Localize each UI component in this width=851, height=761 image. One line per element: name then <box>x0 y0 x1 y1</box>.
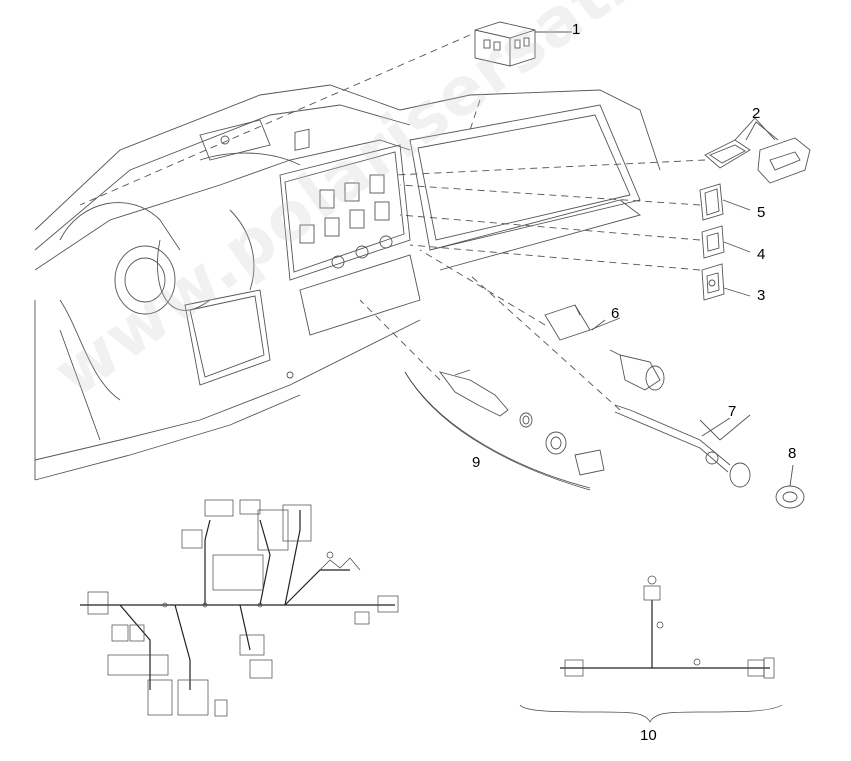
part-4-switch <box>701 225 751 259</box>
part-9-keyswitch <box>404 369 605 489</box>
callout-8: 8 <box>788 445 797 462</box>
part-1-connector <box>474 21 570 67</box>
part-7-cable <box>614 404 751 488</box>
callout-4: 4 <box>757 246 766 263</box>
part-5-bezel <box>699 183 751 221</box>
brace-9 <box>404 371 591 491</box>
dashboard-outline <box>34 84 661 481</box>
callout-3: 3 <box>757 287 766 304</box>
part-6-outlet <box>544 304 665 391</box>
callout-leaders <box>535 31 779 437</box>
part-2-covers <box>704 117 811 184</box>
leader-lines <box>79 34 706 411</box>
part-8-grommet <box>775 464 805 509</box>
callout-6: 6 <box>611 305 620 322</box>
callout-9: 9 <box>472 454 481 471</box>
callout-2: 2 <box>752 105 761 122</box>
callout-7: 7 <box>728 403 737 420</box>
main-harness <box>80 499 399 717</box>
callout-5: 5 <box>757 204 766 221</box>
callout-1: 1 <box>572 21 581 38</box>
headlight-harness <box>519 575 783 723</box>
part-3-switch <box>701 263 751 301</box>
callout-10: 10 <box>640 727 657 744</box>
